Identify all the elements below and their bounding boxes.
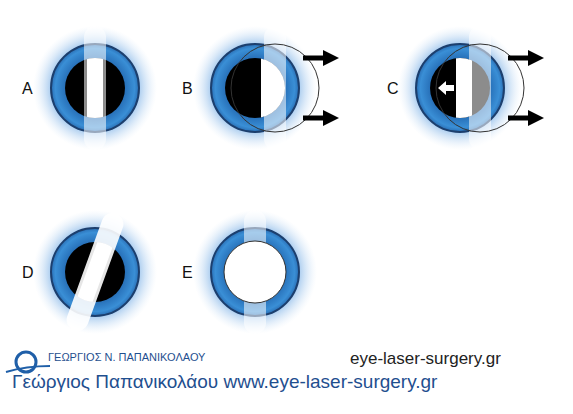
panel-letter: E xyxy=(182,265,193,281)
eye-a xyxy=(33,26,157,150)
eye-b xyxy=(193,26,331,150)
eye-c xyxy=(398,26,536,150)
logo-name: ΓΕΩΡΓΙΟΣ Ν. ΠΑΠΑΝΙΚΟΛΑΟΥ xyxy=(48,352,205,363)
website: eye-laser-surgery.gr xyxy=(350,350,501,367)
eye-d xyxy=(33,210,157,334)
panel-letter: D xyxy=(22,265,34,281)
panel-letter: A xyxy=(22,81,33,97)
watermark: Γεώργιος Παπανικολάου www.eye-laser-surg… xyxy=(12,372,437,391)
logo-mark xyxy=(6,352,50,372)
eye-e xyxy=(193,210,317,334)
panel-letter: B xyxy=(182,81,193,97)
panel-letter: C xyxy=(387,81,399,97)
